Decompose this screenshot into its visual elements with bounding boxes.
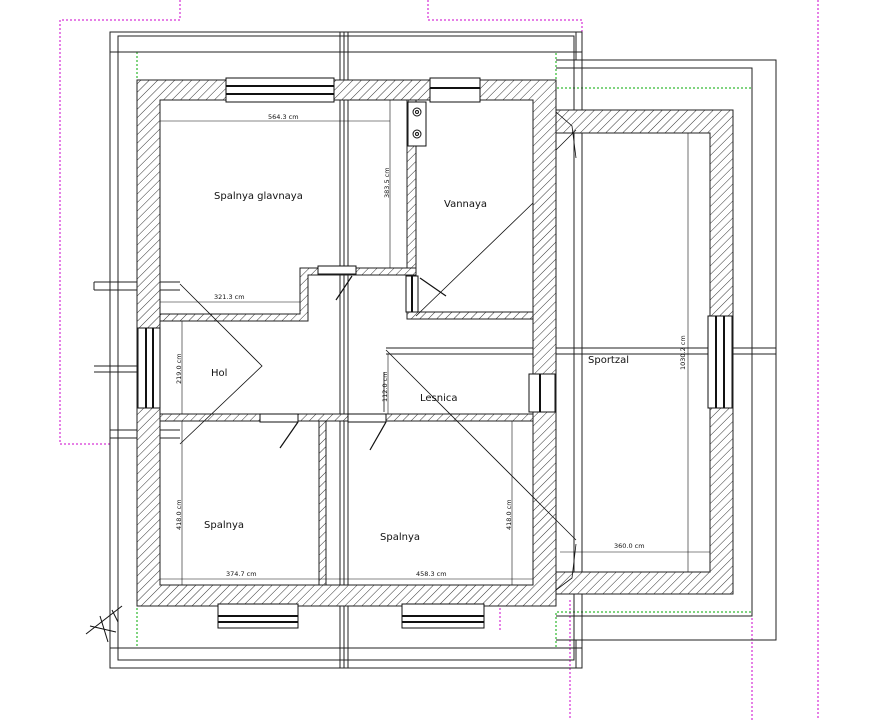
- room-label-hol: Hol: [211, 368, 227, 379]
- bath-fixture-icon: [407, 101, 427, 147]
- door-swings: [279, 275, 447, 451]
- dimension-lines: [160, 100, 710, 585]
- dim-bottom-left-width: 374.7 cm: [226, 570, 257, 578]
- dim-stair-height: 112.0 cm: [381, 371, 389, 402]
- room-label-spalnya-glavnaya: Spalnya glavnaya: [214, 191, 303, 202]
- room-label-spalnya-left: Spalnya: [204, 520, 244, 531]
- interior-walls: [159, 99, 534, 586]
- dim-spalnya-right-height: 418.0 cm: [505, 499, 513, 530]
- dim-bath-height: 383.5 cm: [383, 167, 391, 198]
- stair-lines: [179, 111, 577, 591]
- room-label-sportzal: Sportzal: [588, 355, 629, 366]
- sportzal-wall: [555, 109, 734, 595]
- exterior-wall: [136, 79, 557, 607]
- dim-spalnya-left-height: 418.0 cm: [175, 499, 183, 530]
- room-label-vannaya: Vannaya: [444, 199, 487, 210]
- dim-bottom-right-width: 458.3 cm: [416, 570, 447, 578]
- dim-sportzal-width: 360.0 cm: [614, 542, 645, 550]
- room-label-spalnya-right: Spalnya: [380, 532, 420, 543]
- room-label-lesnica: Lesnica: [420, 393, 458, 404]
- compass-icon: [85, 605, 123, 643]
- dim-top-width: 564.3 cm: [268, 113, 299, 121]
- dim-hol-width: 321.3 cm: [214, 293, 245, 301]
- windows: [137, 77, 733, 629]
- green-guides: [136, 51, 753, 649]
- dim-sportzal-height: 1030.2 cm: [679, 335, 687, 370]
- dim-hol-height: 219.0 cm: [175, 353, 183, 384]
